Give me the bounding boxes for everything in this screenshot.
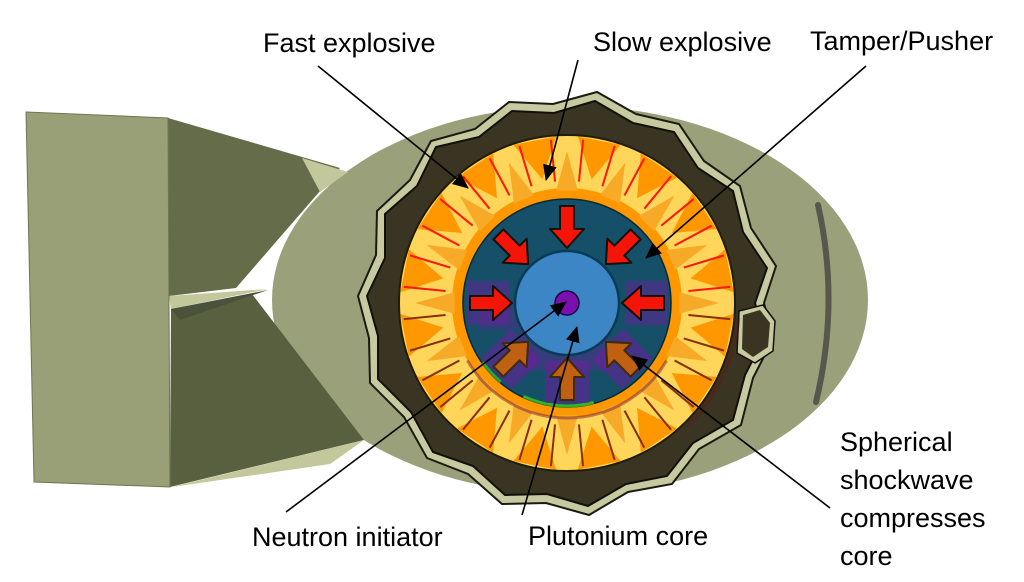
- leader-slow-explosive: [543, 59, 579, 181]
- leader-tamper-pusher: [645, 65, 867, 259]
- leader-fast-explosive: [317, 65, 469, 189]
- label-slow-explosive: Slow explosive: [593, 27, 772, 57]
- tail-bottom-highlight: [172, 440, 364, 487]
- label-fast-explosive: Fast explosive: [263, 28, 436, 58]
- label-tamper-pusher: Tamper/Pusher: [810, 26, 993, 56]
- label-neutron-initiator: Neutron initiator: [252, 522, 443, 552]
- leader-neutron-initiator: [285, 301, 567, 513]
- artifact-dark-arc: [687, 317, 741, 427]
- leader-lines: [285, 59, 867, 516]
- tail-mid-fin-top: [169, 289, 268, 309]
- tail-fin-assembly: [25, 111, 364, 488]
- neutron-initiator-dot: [554, 290, 580, 316]
- cutaway-section: [356, 90, 778, 517]
- labels: Fast explosive Slow explosive Tamper/Pus…: [252, 26, 993, 571]
- tail-fin-sliver: [302, 158, 348, 192]
- tail-cone-lower-facet: [170, 294, 364, 487]
- artifact-green-arc: [522, 394, 595, 408]
- leader-plutonium-core: [521, 326, 580, 516]
- label-shockwave-line-1: Spherical: [840, 427, 953, 457]
- label-shockwave-line-2: shockwave: [840, 465, 974, 495]
- nose-seam: [813, 202, 832, 405]
- leader-shockwave: [631, 355, 831, 509]
- tail-cone-upper-facet: [168, 118, 340, 296]
- label-shockwave-line-4: core: [840, 541, 893, 571]
- casing-mount-tab: [742, 310, 770, 357]
- artifact-green-arc: [481, 361, 502, 384]
- tail-box-face: [25, 111, 171, 488]
- artifact-maroon-arc: [466, 359, 668, 420]
- label-shockwave-line-3: compresses: [840, 503, 986, 533]
- label-plutonium-core: Plutonium core: [528, 521, 708, 551]
- tail-mid-fin-shadow: [171, 290, 268, 320]
